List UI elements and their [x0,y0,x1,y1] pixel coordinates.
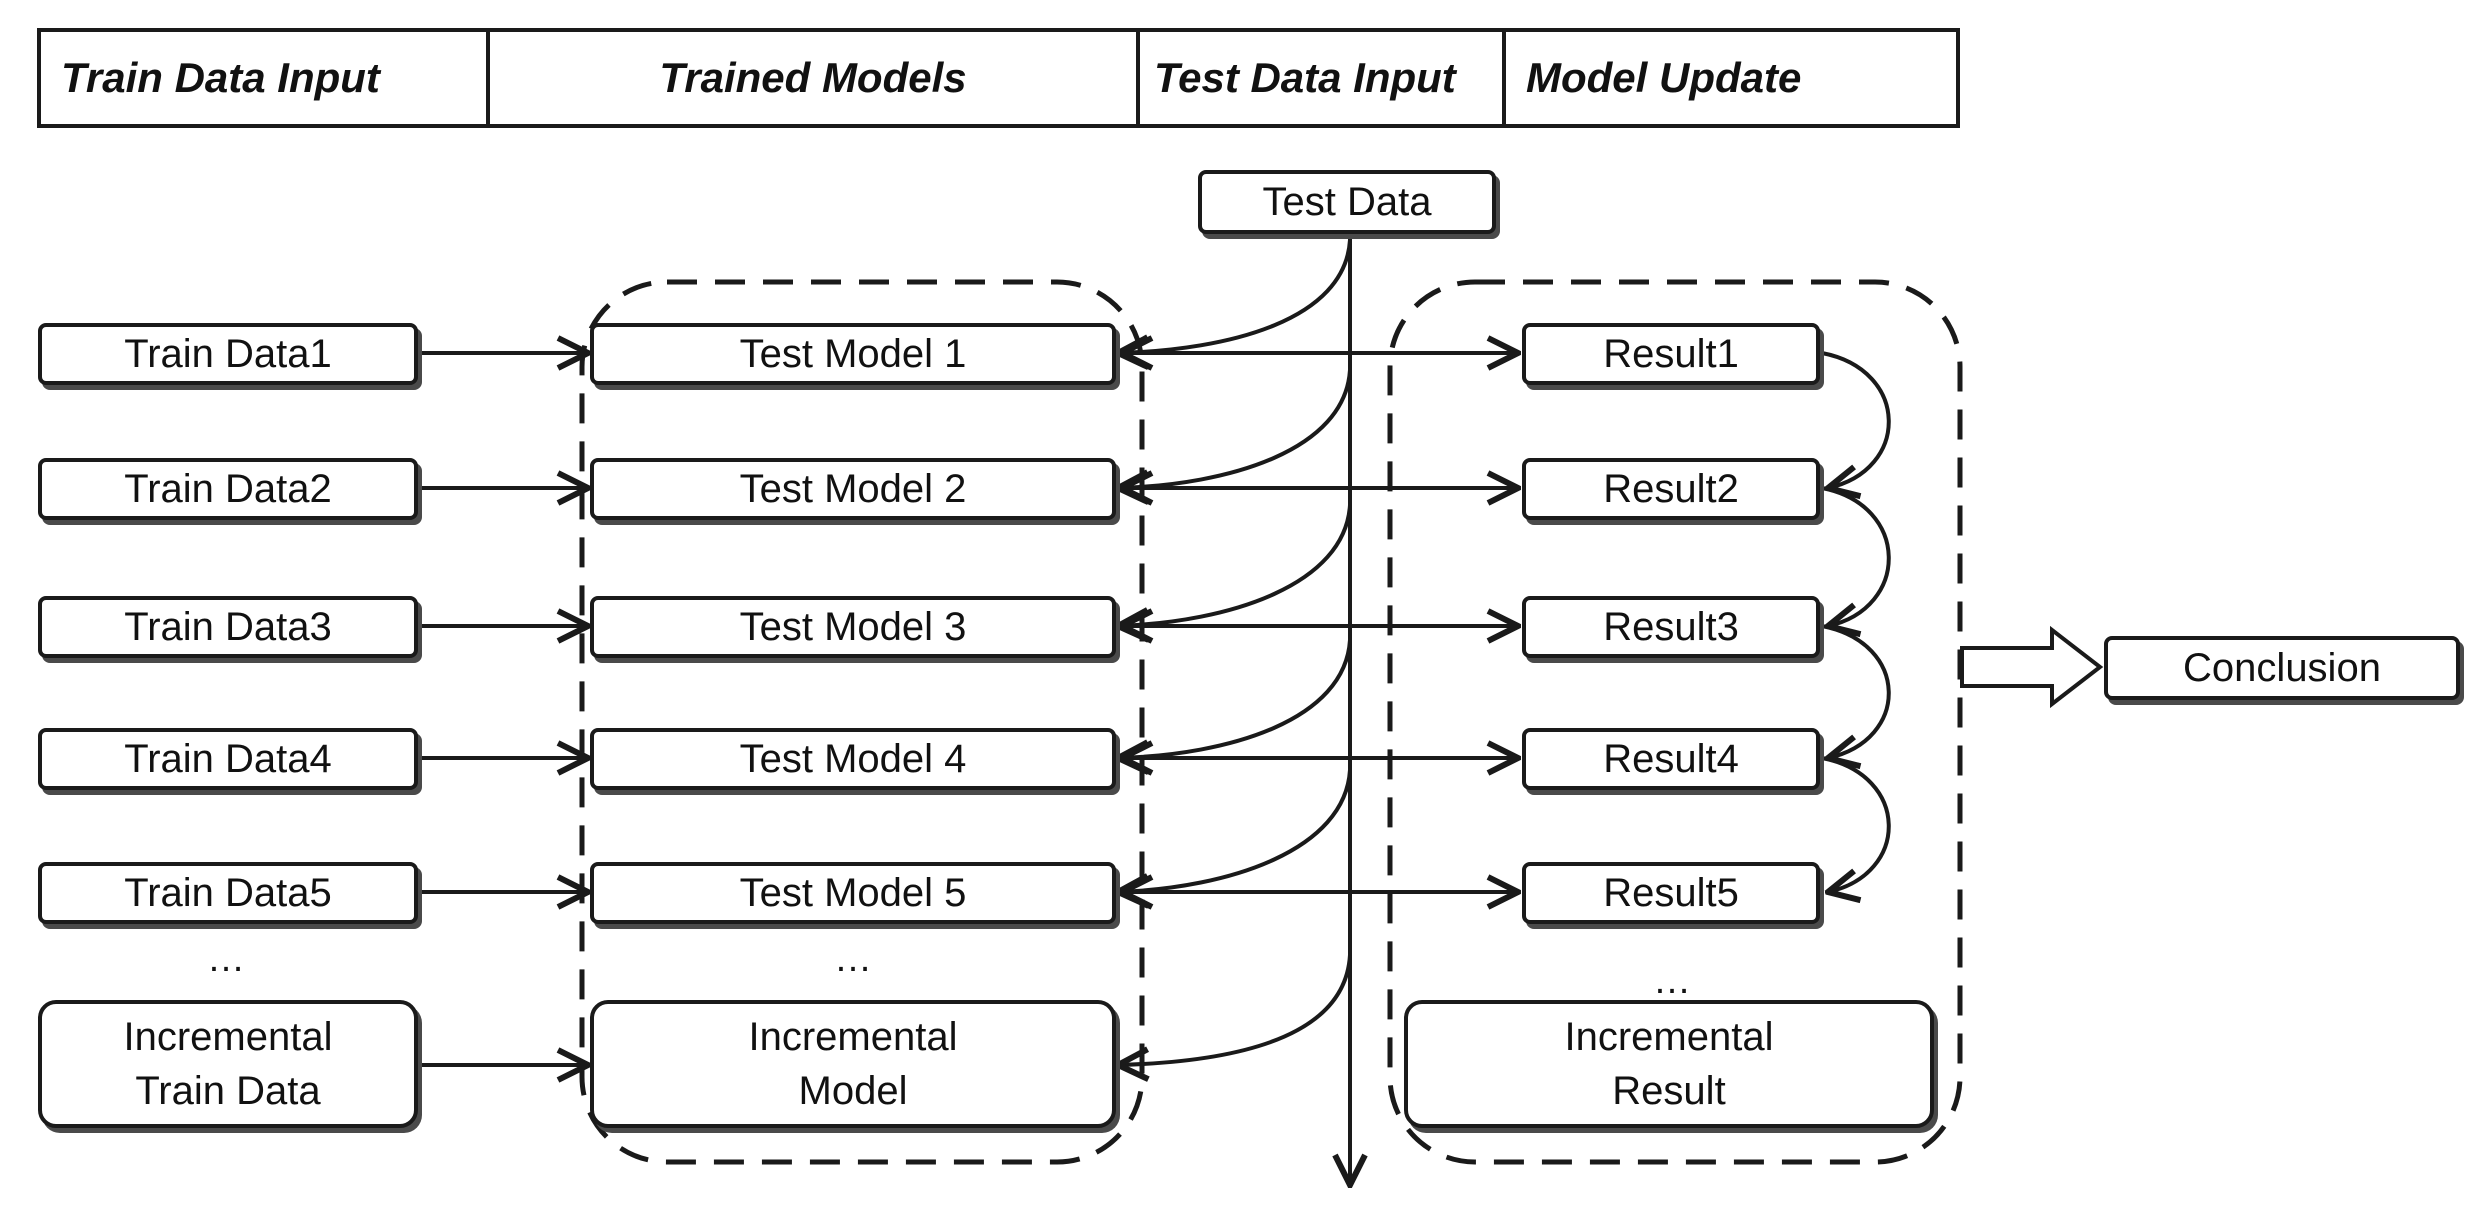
test-model-box: Test Model 5 [590,862,1116,924]
train-data-box: Train Data1 [38,323,418,385]
result-chain-curve [1822,486,1891,626]
model-ellipsis: … [834,938,872,980]
result-box: Result3 [1522,596,1820,658]
header-train-data-input: Train Data Input [41,32,490,124]
test-data-feed-curve [1118,769,1352,892]
result-ellipsis: … [1653,960,1691,1002]
incremental-model-box: Incremental Model [590,1000,1116,1128]
incremental-result-line1: Incremental [1564,1015,1774,1059]
result-box: Result1 [1522,323,1820,385]
test-model-box: Test Model 4 [590,728,1116,790]
header-trained-models: Trained Models [490,32,1140,124]
test-data-feed-curves [1118,239,1352,1065]
incremental-model-line1: Incremental [748,1015,958,1059]
incremental-train-data-box: Incremental Train Data [38,1000,418,1128]
result-box: Result5 [1522,862,1820,924]
test-model-box: Test Model 1 [590,323,1116,385]
phase-header: Train Data Input Trained Models Test Dat… [37,28,1960,128]
trained-models-group [579,279,1145,1165]
result-chain-curve [1822,756,1891,892]
incremental-result-box: Incremental Result [1404,1000,1934,1128]
train-to-model-arrows [420,353,588,1065]
train-data-box: Train Data3 [38,596,418,658]
results-group [1387,279,1963,1165]
test-data-feed-curve [1118,954,1352,1065]
result-box: Result4 [1522,728,1820,790]
result-chain-curve [1822,351,1891,488]
incremental-result-line2: Result [1612,1069,1726,1113]
incremental-train-data-line2: Train Data [135,1069,321,1113]
incremental-model-line2: Model [798,1069,908,1113]
result-chain-curve [1822,624,1891,758]
test-data-feed-curve [1118,504,1352,626]
model-result-arrows [1122,353,1518,892]
test-model-box: Test Model 3 [590,596,1116,658]
conclusion-box: Conclusion [2104,636,2460,700]
train-data-ellipsis: … [207,938,245,980]
incremental-train-data-line1: Incremental [123,1015,333,1059]
header-model-update: Model Update [1526,54,1802,101]
test-data-box: Test Data [1198,170,1496,234]
test-model-box: Test Model 2 [590,458,1116,520]
conclusion-block-arrow [1960,625,2104,709]
result-box: Result2 [1522,458,1820,520]
header-test-data-input: Test Data Input [1140,32,1506,124]
test-data-feed-curve [1118,639,1352,758]
train-data-box: Train Data4 [38,728,418,790]
result-chain-curves [1822,351,1891,892]
test-data-feed-curve [1118,239,1352,353]
test-data-feed-curve [1118,369,1352,488]
train-data-box: Train Data2 [38,458,418,520]
train-data-box: Train Data5 [38,862,418,924]
